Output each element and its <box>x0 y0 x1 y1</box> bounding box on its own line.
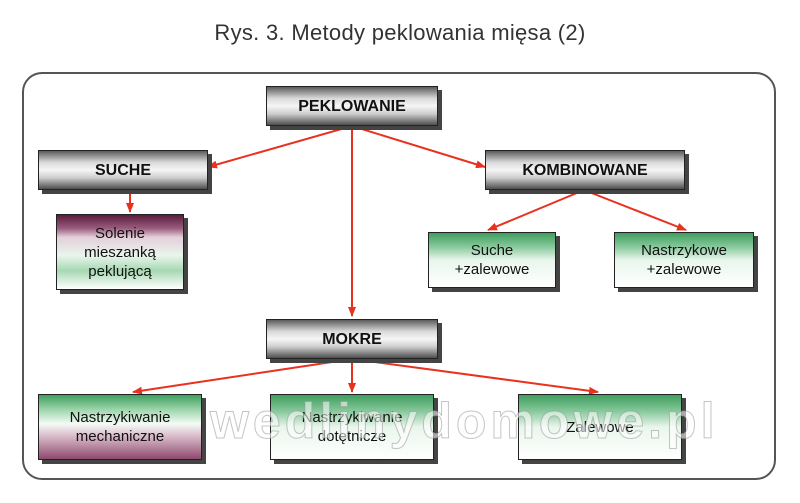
node-nastrzykiwanie-mechaniczne: Nastrzykiwanie mechaniczne <box>38 394 202 460</box>
figure-title: Rys. 3. Metody peklowania mięsa (2) <box>214 20 586 45</box>
arrow-kombinowane-suche-zalewowe <box>487 189 585 231</box>
node-solenie: Solenie mieszanką peklującą <box>56 214 184 290</box>
node-nastrzykowe-zalewowe: Nastrzykowe +zalewowe <box>614 232 754 288</box>
node-kombinowane: KOMBINOWANE <box>485 150 685 190</box>
node-zalewowe: Zalewowe <box>518 394 682 460</box>
node-suche: SUCHE <box>38 150 208 190</box>
node-peklowanie: PEKLOWANIE <box>266 86 438 126</box>
arrow-mokre-zalewowe <box>351 358 599 395</box>
node-suche-zalewowe: Suche +zalewowe <box>428 232 556 288</box>
node-nastrzykiwanie-dotetnicze: Nastrzykiwanie dotętnicze <box>270 394 434 460</box>
node-mokre: MOKRE <box>266 319 438 359</box>
arrow-peklowanie-kombinowane <box>351 125 486 169</box>
arrow-mokre-mechaniczne <box>132 358 353 395</box>
arrow-peklowanie-suche <box>207 125 353 169</box>
arrow-kombinowane-nastrzykowe-zalewowe <box>583 189 687 231</box>
